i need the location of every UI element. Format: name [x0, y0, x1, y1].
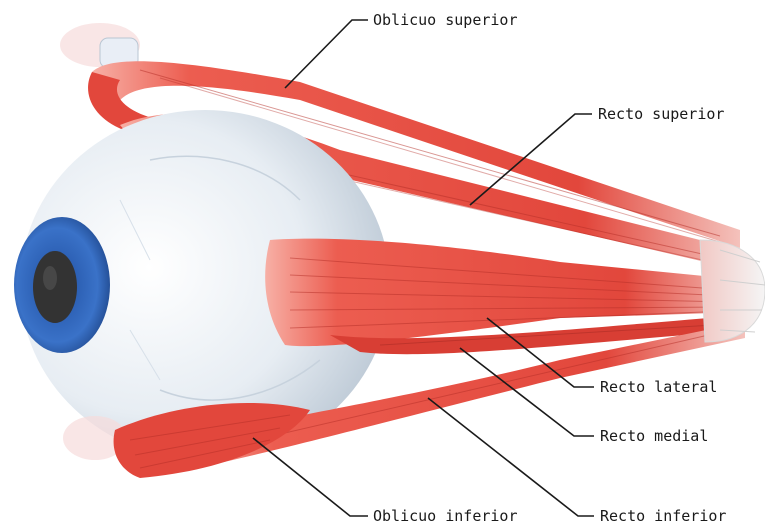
leader-oblicuo-superior	[285, 20, 368, 88]
iris	[14, 217, 110, 353]
optic-nerve	[700, 240, 765, 342]
label-oblicuo-inferior: Oblicuo inferior	[373, 507, 518, 524]
trochlea	[60, 23, 140, 68]
leader-recto-inferior	[428, 398, 594, 516]
label-recto-inferior: Recto inferior	[600, 507, 726, 524]
pupil	[33, 251, 77, 323]
label-recto-medial: Recto medial	[600, 427, 708, 445]
label-recto-superior: Recto superior	[598, 105, 724, 123]
label-recto-lateral: Recto lateral	[600, 378, 717, 396]
label-oblicuo-superior: Oblicuo superior	[373, 11, 518, 29]
